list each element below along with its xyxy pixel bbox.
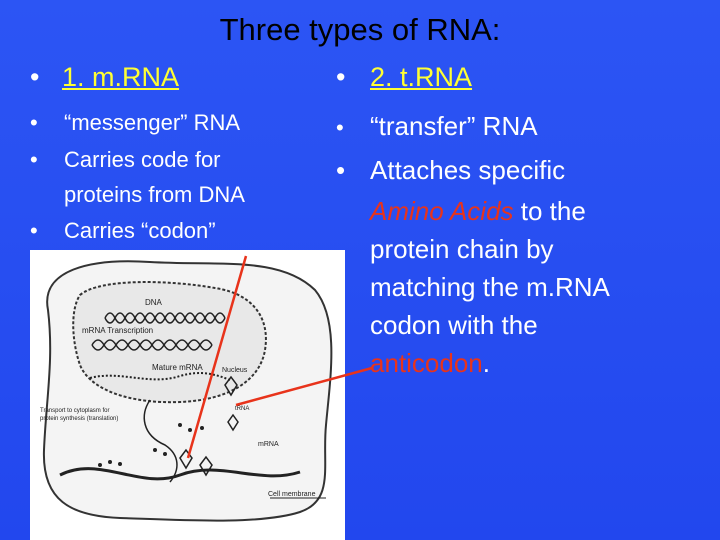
trna-bullet-2: •Attaches specific — [336, 155, 566, 185]
trna-bullet-2-line5: codon with the — [370, 310, 538, 340]
label-dna: DNA — [145, 298, 163, 307]
trna-bullet-2-text: Attaches specific — [370, 155, 566, 185]
label-transport-1: Transport to cytoplasm for — [40, 408, 109, 414]
cell-illustration: DNA mRNA Transcription Mature mRNA Nucle… — [40, 260, 333, 522]
bullet-dot: • — [30, 62, 40, 92]
label-mature-mrna: Mature mRNA — [152, 363, 203, 372]
mrna-bullet-1: •“messenger” RNA — [30, 110, 241, 135]
trna-line2-rest: to the — [513, 196, 586, 226]
trna-heading: •2. t.RNA — [336, 62, 473, 92]
label-transcription: mRNA Transcription — [82, 326, 153, 335]
mrna-bullet-2: •Carries code for — [30, 147, 221, 172]
mrna-heading-text: 1. m.RNA — [62, 62, 180, 92]
mrna-bullet-3: •Carries “codon” — [30, 218, 216, 243]
trna-bullet-1-text: “transfer” RNA — [370, 111, 538, 141]
amino-acids-highlight: Amino Acids — [370, 196, 514, 226]
label-mrna: mRNA — [258, 441, 279, 448]
trna-bullet-2-line2: Amino Acids to the — [370, 196, 586, 227]
bottom-mrna — [59, 467, 301, 481]
trna-bullet-2-line4: matching the m.RNA — [370, 272, 610, 302]
label-transport-2: protein synthesis (translation) — [40, 416, 118, 422]
trna-bullet-2-line6: anticodon. — [370, 348, 490, 379]
label-trna: tRNA — [235, 406, 249, 412]
trna-bullet-1: •“transfer” RNA — [336, 111, 538, 141]
label-nucleus: Nucleus — [222, 367, 248, 374]
trna-line6-end: . — [482, 348, 490, 378]
anticodon-highlight: anticodon — [370, 348, 483, 378]
transport-path — [143, 399, 178, 483]
mrna-bullet-3-text: Carries “codon” — [64, 218, 216, 243]
trna-heading-text: 2. t.RNA — [370, 62, 473, 92]
trna-bullet-2-line3: protein chain by — [370, 234, 554, 264]
label-cell-membrane: Cell membrane — [268, 491, 316, 498]
mrna-bullet-2-text: Carries code for — [64, 147, 221, 172]
mrna-bullet-2-cont: proteins from DNA — [64, 182, 245, 207]
mrna-heading: • 1. m.RNA — [30, 64, 179, 91]
mrna-bullet-1-text: “messenger” RNA — [64, 110, 241, 135]
rna-diagram: DNA mRNA Transcription Mature mRNA Nucle… — [30, 250, 345, 540]
slide-title: Three types of RNA: — [219, 12, 501, 47]
